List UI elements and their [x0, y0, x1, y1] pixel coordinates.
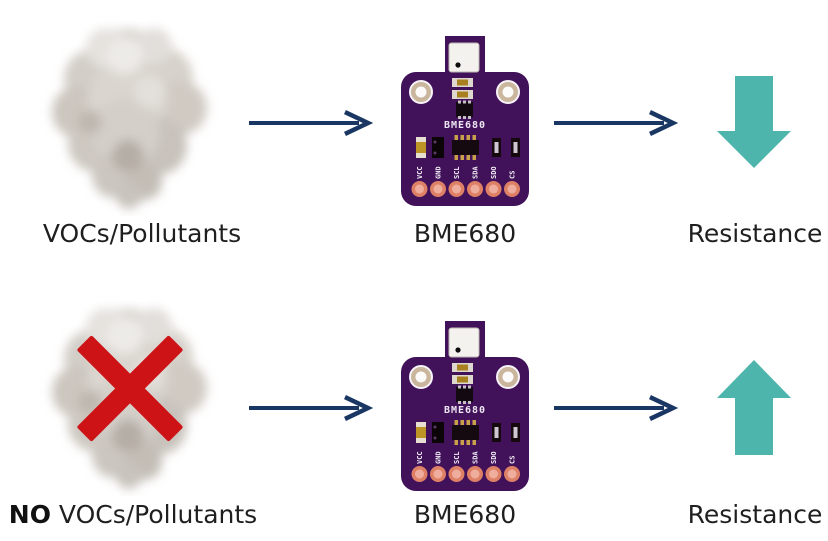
- pin-label: VCC: [416, 166, 424, 179]
- board-silkscreen: BME680: [444, 405, 486, 416]
- pin-labels: VCC GND SCL SDA SDO CS: [416, 451, 517, 464]
- smoke-cloud-image: [30, 4, 230, 216]
- sensor-chip: [448, 42, 480, 73]
- resistance-down-arrow-icon: [717, 76, 791, 168]
- pin-label: CS: [509, 456, 517, 464]
- board-body: [401, 357, 529, 491]
- input-label-row2: NO VOCs/Pollutants: [2, 500, 264, 530]
- sensor-label-row2: BME680: [413, 500, 517, 529]
- smoke-cloud-svg: [52, 28, 207, 209]
- pin-holes: [411, 466, 520, 482]
- pin-label: SDO: [490, 451, 498, 464]
- flow-arrow-right-icon: [554, 110, 679, 136]
- bme680-board-image: BME680 VCC GND SCL SDA: [401, 36, 529, 206]
- small-ic: [456, 100, 473, 119]
- mounting-hole-right: [496, 365, 520, 389]
- pin-label: GND: [435, 451, 443, 464]
- input-label-text: VOCs/Pollutants: [50, 500, 258, 529]
- main-ic: [452, 135, 479, 160]
- pin-holes: [411, 181, 520, 197]
- result-label-row1: Resistance: [687, 219, 823, 248]
- board-body: [401, 72, 529, 206]
- input-label-text: VOCs/Pollutants: [42, 219, 242, 248]
- small-ic: [456, 385, 473, 404]
- bme680-board-image: BME680 VCC GND SCL SDA: [401, 321, 529, 491]
- input-label-prefix: NO: [8, 500, 51, 529]
- mounting-hole-right: [496, 80, 520, 104]
- flow-arrow-right-icon: [249, 395, 374, 421]
- pin-label: GND: [435, 166, 443, 179]
- pin-label: SCL: [453, 451, 461, 464]
- pin-labels: VCC GND SCL SDA SDO CS: [416, 166, 517, 179]
- main-ic: [452, 420, 479, 445]
- pin-label: SDO: [490, 166, 498, 179]
- resistance-up-arrow-icon: [717, 360, 791, 455]
- pin-label: VCC: [416, 451, 424, 464]
- mounting-hole-left: [409, 80, 433, 104]
- pin-label: SCL: [453, 166, 461, 179]
- sensor-label-row1: BME680: [413, 219, 517, 248]
- pin-label: CS: [509, 171, 517, 179]
- passive-components: [416, 137, 520, 158]
- smd-resistors: [452, 363, 473, 384]
- sensor-chip: [448, 327, 480, 358]
- passive-components: [416, 422, 520, 443]
- mounting-hole-left: [409, 365, 433, 389]
- flow-arrow-right-icon: [554, 395, 679, 421]
- flow-arrow-right-icon: [249, 110, 374, 136]
- board-silkscreen: BME680: [444, 120, 486, 131]
- smd-resistors: [452, 78, 473, 99]
- result-label-row2: Resistance: [687, 500, 823, 529]
- pin-label: SDA: [472, 451, 480, 464]
- input-label-row1: VOCs/Pollutants: [12, 219, 272, 249]
- pin-label: SDA: [472, 166, 480, 179]
- smoke-cloud-image-crossed: [30, 284, 230, 496]
